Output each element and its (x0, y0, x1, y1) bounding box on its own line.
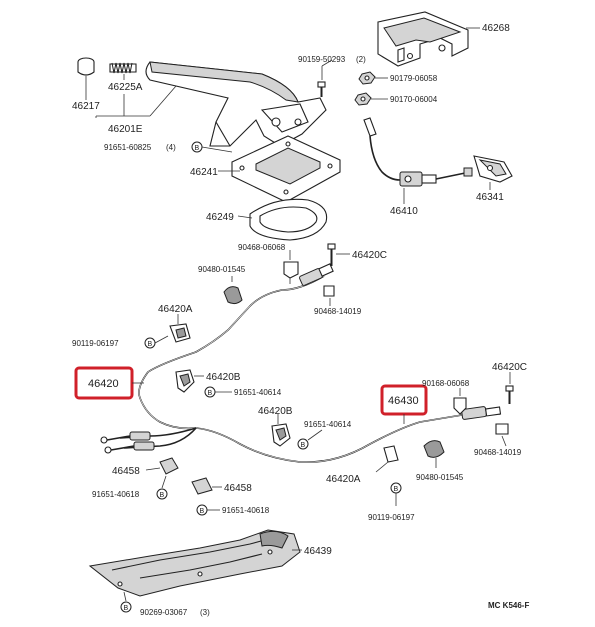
label-90269-03067: 90269-03067 (140, 608, 188, 617)
label-91651-40614-mid: 91651-40614 (304, 420, 352, 429)
cable-46420-drawing (100, 263, 502, 463)
bracket-46420A-mid-drawing (383, 445, 399, 463)
label-46249: 46249 (206, 212, 234, 223)
spring-46225A-drawing (109, 62, 137, 74)
label-46420A-top: 46420A (158, 304, 193, 315)
bracket-46420B-mid-drawing (271, 423, 291, 447)
label-46341: 46341 (476, 192, 504, 203)
bolt-icon (317, 81, 326, 97)
label-46225A: 46225A (108, 82, 143, 93)
bolt-icon: B (196, 504, 208, 516)
svg-text:B: B (200, 508, 205, 515)
label-46420C-right: 46420C (492, 362, 527, 373)
label-90468-14019-top: 90468-14019 (314, 307, 362, 316)
label-91651-40618-left: 91651-40618 (92, 490, 140, 499)
label-90480-01545-mid: 90480-01545 (416, 473, 464, 482)
label-91651-40614-top: 91651-40614 (234, 388, 282, 397)
label-46201E: 46201E (108, 124, 143, 135)
bracket-46420B-drawing (175, 369, 195, 393)
label-91651-60825-qty: (4) (166, 143, 176, 152)
label-46439: 46439 (304, 546, 332, 557)
label-90468-06068: 90468-06068 (238, 243, 286, 252)
label-46420B-top: 46420B (206, 372, 241, 383)
bracket-46458-mid-drawing (191, 477, 213, 495)
label-90159-qty: (2) (356, 55, 366, 64)
label-46241: 46241 (190, 167, 218, 178)
clip-icon (495, 423, 509, 435)
label-91651-60825: 91651-60825 (104, 143, 152, 152)
label-90159-50293: 90159-50293 (298, 55, 346, 64)
heat-shield-46439-drawing (88, 529, 301, 597)
bolt-icon: B (390, 482, 402, 494)
bolt-icon: B (191, 141, 203, 153)
cable-46410-drawing (363, 117, 473, 187)
label-90468-14019-right: 90468-14019 (474, 448, 522, 457)
label-90179-06058: 90179-06058 (390, 74, 438, 83)
label-90480-01545-top: 90480-01545 (198, 265, 246, 274)
label-46217: 46217 (72, 101, 100, 112)
label-90168-06068: 90168-06068 (422, 379, 470, 388)
grommet-icon (423, 440, 445, 458)
svg-text:B: B (195, 145, 200, 152)
nut-icon (354, 92, 372, 106)
label-46458-left: 46458 (112, 466, 140, 477)
label-46420[interactable]: 46420 (88, 378, 119, 390)
label-90170-06004: 90170-06004 (390, 95, 438, 104)
label-46420B-mid: 46420B (258, 406, 293, 417)
bolt-icon (505, 385, 514, 404)
nut-icon (358, 71, 376, 85)
svg-text:B: B (394, 486, 399, 493)
bracket-46268-drawing (377, 11, 469, 67)
label-46268: 46268 (482, 23, 510, 34)
label-90119-06197-left: 90119-06197 (72, 339, 119, 348)
bolt-icon (327, 243, 336, 266)
label-46420C-top: 46420C (352, 250, 387, 261)
lever-46201E-drawing (145, 61, 327, 147)
label-46410: 46410 (390, 206, 418, 217)
svg-text:B: B (160, 492, 165, 499)
label-90119-06197-mid: 90119-06197 (368, 513, 415, 522)
bolt-icon: B (120, 601, 132, 613)
grip-46217-drawing (77, 57, 95, 76)
bracket-46458-left-drawing (159, 457, 179, 475)
bracket-46420A-drawing (169, 323, 191, 343)
clip-icon (283, 261, 299, 284)
svg-text:B: B (208, 390, 213, 397)
clip-icon (323, 285, 335, 297)
label-46420A-mid: 46420A (326, 474, 361, 485)
label-46458-mid: 46458 (224, 483, 252, 494)
label-90269-03067-qty: (3) (200, 608, 210, 617)
label-46430[interactable]: 46430 (388, 395, 419, 407)
svg-text:B: B (148, 341, 153, 348)
svg-text:B: B (301, 442, 306, 449)
clip-icon (453, 397, 467, 415)
equalizer-46341-drawing (473, 155, 513, 183)
bolt-icon: B (204, 386, 216, 398)
boot-frame-46241-drawing (231, 135, 341, 203)
label-91651-40618-mid: 91651-40618 (222, 506, 270, 515)
svg-text:B: B (124, 605, 129, 612)
bolt-icon: B (144, 337, 156, 349)
grommet-icon (223, 286, 243, 305)
diagram-id: MC K546-F (488, 601, 529, 610)
bolt-icon: B (297, 438, 309, 450)
boot-46249-drawing (249, 198, 328, 241)
bolt-icon: B (156, 488, 168, 500)
